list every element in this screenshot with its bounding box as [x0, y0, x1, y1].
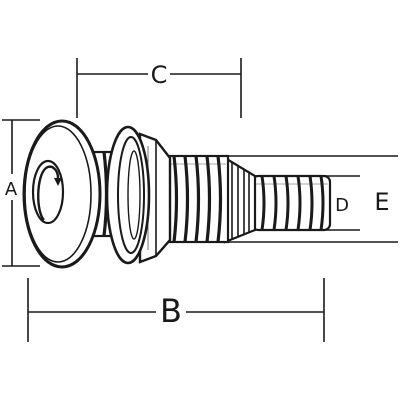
threaded-shank: [158, 154, 230, 244]
dimension-e-label: E: [374, 188, 389, 216]
dimension-a: A: [2, 119, 40, 267]
dimension-e: E: [222, 155, 398, 243]
nut-disc: [105, 125, 151, 265]
dimension-a-label: A: [5, 179, 18, 200]
tapered-transition: [223, 156, 257, 244]
rotation-arrow-icon: [37, 165, 62, 221]
hose-barb: [250, 174, 332, 232]
dimension-c: C: [76, 58, 242, 118]
flange-head: [22, 119, 102, 269]
dimension-d-label: D: [335, 195, 349, 216]
dimension-c-label: C: [151, 61, 168, 89]
dimension-b-label: B: [160, 292, 182, 330]
dimension-b: B: [27, 278, 325, 342]
